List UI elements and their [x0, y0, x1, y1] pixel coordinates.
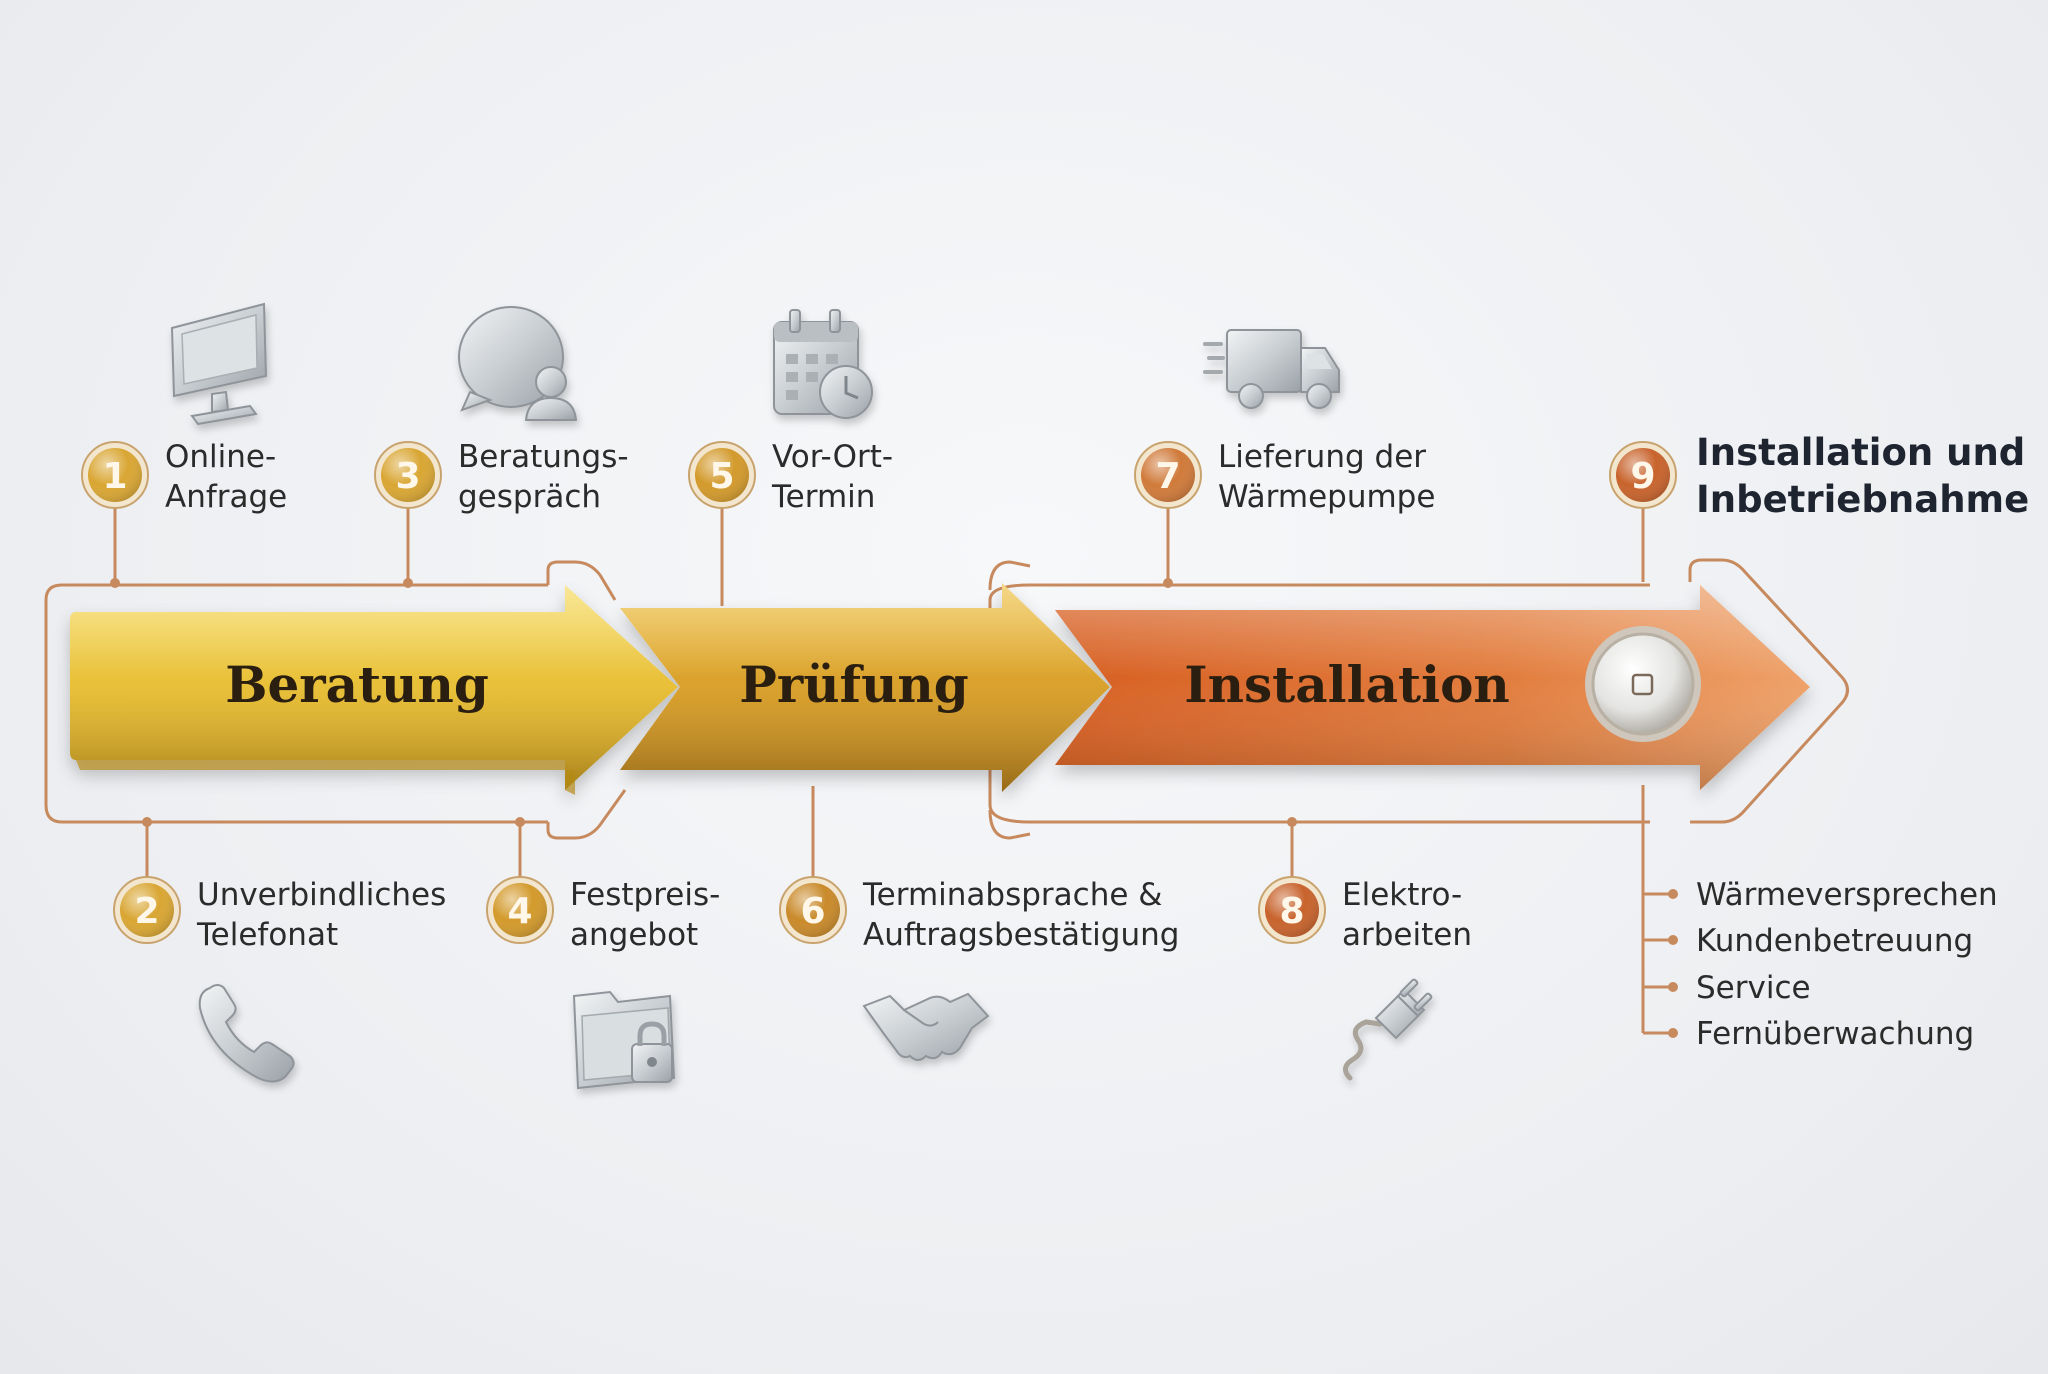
step-9-text: Installation und Inbetriebnahme: [1696, 431, 2029, 521]
phase-arrow-beratung: [70, 585, 678, 795]
handshake-icon: [862, 992, 990, 1061]
step-badge-number: 1: [102, 456, 127, 497]
phase-label-installation: Installation: [1184, 655, 1510, 714]
step-badge-2: 2: [113, 876, 181, 944]
plug-icon: [1343, 978, 1433, 1081]
step-1-text: Online- Anfrage: [165, 439, 287, 515]
bullet-item: Kundenbetreuung: [1696, 923, 1973, 959]
step-7-line-1: Lieferung der: [1218, 439, 1426, 475]
calendar-clock-icon: [773, 309, 873, 419]
step-7-text: Lieferung der Wärmepumpe: [1218, 439, 1435, 515]
step-5-line-2: Termin: [771, 479, 875, 515]
step-badge-6: 6: [779, 876, 847, 944]
step-3-line-2: gespräch: [458, 479, 601, 515]
step-5-text: Vor-Ort- Termin: [771, 439, 893, 515]
step-badge-7: 7: [1134, 441, 1202, 509]
step-8-text: Elektro- arbeiten: [1342, 877, 1472, 953]
step-2-text: Unverbindliches Telefonat: [196, 877, 446, 953]
step-5-line-1: Vor-Ort-: [772, 439, 893, 475]
step-6-line-2: Auftragsbestätigung: [863, 917, 1179, 953]
step-8-line-1: Elektro-: [1342, 877, 1462, 913]
step-badge-9: 9: [1609, 441, 1677, 509]
step-badge-3: 3: [374, 441, 442, 509]
phase-arrow-pruefung: [620, 583, 1110, 792]
step-3-text: Beratungs- gespräch: [458, 439, 629, 515]
step-9-line-2: Inbetriebnahme: [1696, 478, 2029, 521]
step-1-line-1: Online-: [165, 439, 276, 475]
step-badge-1: 1: [81, 441, 149, 509]
step-1-line-2: Anfrage: [165, 479, 287, 515]
step-6-text: Terminabsprache & Auftragsbestätigung: [862, 877, 1179, 953]
bullet-item: Service: [1696, 970, 1811, 1006]
step-2-line-2: Telefonat: [196, 917, 338, 953]
step-4-line-2: angebot: [570, 917, 698, 953]
locked-folder-icon: [572, 990, 676, 1090]
step-4-text: Festpreis- angebot: [570, 877, 720, 953]
step-badge-number: 8: [1279, 891, 1304, 932]
step-2-line-1: Unverbindliches: [197, 877, 446, 913]
step-8-line-2: arbeiten: [1342, 917, 1472, 953]
square-icon: [1631, 673, 1654, 696]
phase-label-beratung: Beratung: [225, 655, 489, 714]
step-badge-4: 4: [486, 876, 554, 944]
step-badge-number: 6: [800, 891, 825, 932]
step-badge-number: 5: [709, 456, 734, 497]
step-7-line-2: Wärmepumpe: [1218, 479, 1435, 515]
step-badge-number: 2: [134, 891, 159, 932]
step-badges: 1 2 3 4 5 6 7 8 9: [81, 441, 1677, 944]
step-6-line-1: Terminabsprache &: [862, 877, 1162, 913]
phone-icon: [198, 984, 295, 1083]
delivery-truck-icon: [1203, 329, 1340, 409]
service-bullet-list: Wärmeversprechen Kundenbetreuung Service…: [1643, 877, 1998, 1052]
bullet-item: Wärmeversprechen: [1696, 877, 1998, 913]
step-badge-number: 4: [507, 891, 532, 932]
step-badge-number: 3: [395, 456, 420, 497]
step-9-line-1: Installation und: [1696, 431, 2025, 474]
step-badge-5: 5: [688, 441, 756, 509]
bullet-item: Fernüberwachung: [1696, 1016, 1974, 1052]
step-4-line-1: Festpreis-: [570, 877, 720, 913]
step-badge-8: 8: [1258, 876, 1326, 944]
step-badge-number: 9: [1630, 456, 1655, 497]
step-3-line-1: Beratungs-: [458, 439, 629, 475]
step-badge-number: 7: [1155, 456, 1180, 497]
power-knob: [1585, 626, 1701, 742]
connector-lines: [44, 508, 1849, 1033]
chat-user-icon: [458, 306, 578, 421]
monitor-icon: [170, 302, 268, 426]
phase-label-pruefung: Prüfung: [739, 655, 968, 714]
